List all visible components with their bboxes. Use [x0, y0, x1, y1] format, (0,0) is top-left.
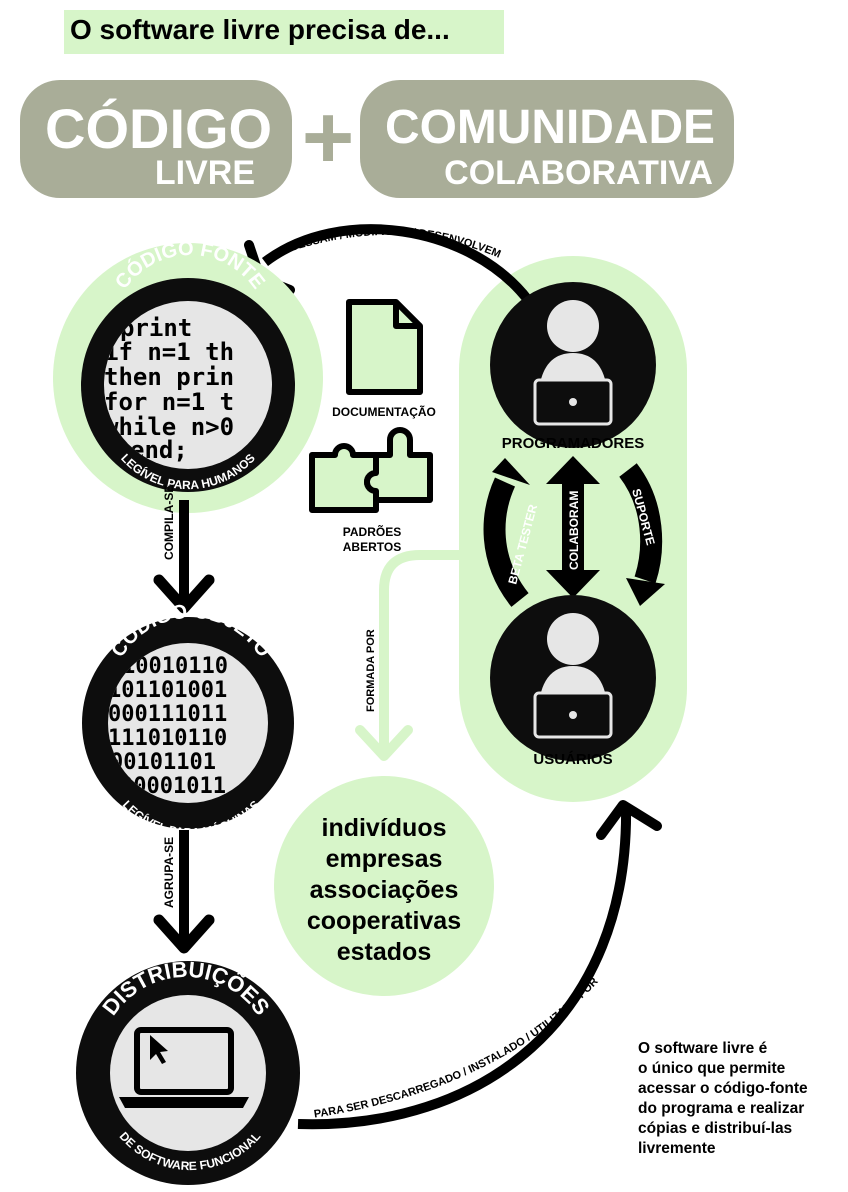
group-arrow-shaft	[179, 830, 189, 948]
title-highlight	[64, 10, 504, 54]
support-arrow-head	[626, 578, 665, 606]
members-circle	[274, 776, 494, 996]
member-item: associações	[310, 876, 459, 904]
programmer-icon	[490, 282, 656, 448]
cursor-icon	[150, 1035, 168, 1064]
distributions-lens	[110, 995, 266, 1151]
codigo-label: CÓDIGO	[45, 97, 272, 160]
side-note: O software livre é o único que permite a…	[638, 1039, 848, 1159]
support-arrow	[619, 463, 663, 584]
formed-by-label: FORMADA POR	[365, 629, 377, 712]
member-item: empresas	[326, 845, 443, 873]
open-standards-label-2: ABERTOS	[343, 540, 401, 554]
formed-by-arrow	[379, 550, 465, 752]
document-icon	[346, 299, 423, 395]
compile-label: COMPILA-SE	[162, 485, 176, 560]
source-code-text: print if n=1 th then prin for n=1 t whil…	[104, 314, 234, 464]
user-icon	[490, 595, 656, 761]
beta-tester-arrow	[483, 477, 529, 607]
group-arrow-head	[153, 914, 215, 954]
object-line: 00101101	[110, 750, 216, 775]
source-line: while n>0	[104, 413, 234, 441]
object-line: 000111011	[108, 702, 227, 727]
documentation-label: DOCUMENTAÇÃO	[332, 404, 436, 419]
compile-arrow-shaft	[179, 500, 189, 608]
source-line: if n=1 th	[104, 338, 234, 366]
formed-by-arrow-head	[355, 725, 413, 761]
collaborate-label: COLABORAM	[567, 491, 581, 570]
programmers-label: PROGRAMADORES	[502, 435, 645, 452]
side-note-line: cópias e distribuí-las	[638, 1120, 793, 1137]
bottom-arrow-head	[596, 800, 662, 840]
source-line: then prin	[104, 363, 234, 391]
members-list: indivíduos empresas associações cooperat…	[307, 814, 461, 966]
side-note-line: livremente	[638, 1140, 716, 1157]
collaborate-arrow-down	[546, 570, 600, 598]
comunidade-label: COMUNIDADE	[385, 101, 715, 154]
collaborate-arrow-shaft	[562, 480, 584, 574]
bottom-curved-arrow	[297, 804, 632, 1130]
colaborativa-label: COLABORATIVA	[444, 154, 713, 192]
member-item: estados	[337, 938, 431, 966]
page-title: O software livre precisa de...	[70, 14, 450, 45]
member-item: indivíduos	[322, 814, 447, 842]
group-label: AGRUPA-SE	[162, 837, 176, 908]
object-line: 111010110	[108, 726, 227, 751]
comunidade-colaborativa-pill	[360, 80, 734, 198]
livre-label: LIVRE	[155, 154, 255, 192]
side-note-line: acessar o código-fonte	[638, 1080, 808, 1097]
source-code-lens	[104, 301, 272, 469]
beta-tester-arrow-head	[492, 458, 530, 485]
compile-arrow-head	[153, 574, 215, 614]
laptop-icon	[119, 1027, 249, 1108]
codigo-livre-pill	[20, 80, 292, 198]
side-note-line: do programa e realizar	[638, 1100, 805, 1117]
users-label: USUÁRIOS	[533, 751, 612, 768]
plus-sign: +	[302, 88, 355, 188]
object-code-lens	[108, 643, 268, 803]
source-line: for n=1 t	[104, 388, 234, 416]
collaborate-arrow-up	[546, 456, 600, 484]
member-item: cooperativas	[307, 907, 461, 935]
top-curved-arrow	[261, 224, 532, 304]
open-standards-label-1: PADRÕES	[343, 524, 401, 539]
object-line: 101101001	[108, 678, 227, 703]
puzzle-icon	[309, 427, 433, 513]
side-note-line: O software livre é	[638, 1040, 768, 1057]
side-note-line: o único que permite	[638, 1060, 786, 1077]
